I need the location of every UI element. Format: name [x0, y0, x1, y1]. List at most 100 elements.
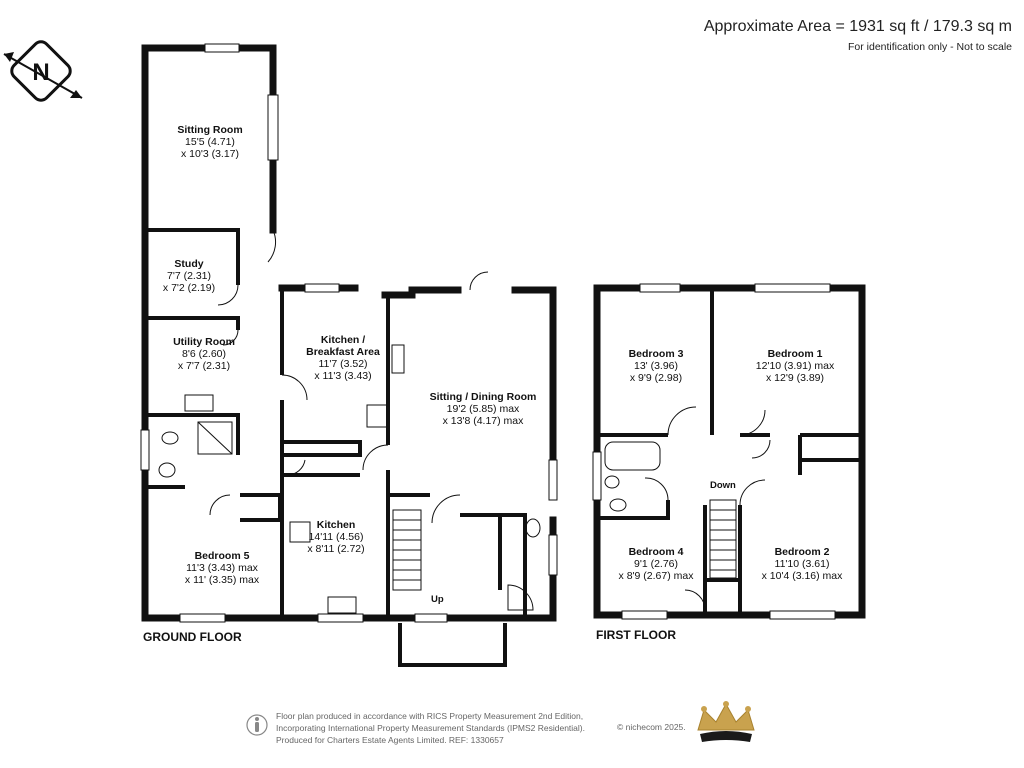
- room-bedroom-1: Bedroom 1 12'10 (3.91) max x 12'9 (3.89): [756, 348, 834, 384]
- shower-tray: [197, 421, 233, 455]
- identification-note: For identification only - Not to scale: [848, 41, 1012, 53]
- shower-corner: [507, 584, 534, 611]
- footer-line: Floor plan produced in accordance with R…: [276, 711, 584, 721]
- window: [754, 283, 831, 293]
- footer-line: Incorporating International Property Mea…: [276, 723, 585, 733]
- room-name: Breakfast Area: [306, 346, 380, 358]
- toilet-cloak: [525, 518, 541, 538]
- sink-kitchen2: [327, 596, 357, 614]
- door-swing: [222, 329, 239, 346]
- room-dimension: 7'7 (2.31): [166, 270, 212, 282]
- room-name: Kitchen /: [320, 334, 366, 346]
- room-name: Study: [174, 258, 204, 270]
- room-dimension: x 11'3 (3.43): [314, 370, 372, 382]
- room-kitchen: Kitchen 14'11 (4.56) x 8'11 (2.72): [307, 519, 364, 555]
- door-swing: [644, 477, 669, 501]
- door-swing: [287, 459, 306, 476]
- room-dimension: 9'1 (2.76): [633, 558, 679, 570]
- door-swing: [281, 374, 308, 401]
- bath: [604, 441, 661, 471]
- stairs-up-label: Up: [431, 594, 444, 605]
- wall-kitchen-break-bottom: [282, 440, 362, 457]
- stairs-ground: [392, 509, 422, 591]
- hob: [366, 404, 388, 428]
- room-dimension: x 9'9 (2.98): [629, 372, 683, 384]
- window: [304, 283, 340, 293]
- room-dimension: x 12'9 (3.89): [765, 372, 825, 384]
- north-compass-icon: N: [3, 40, 83, 102]
- window: [548, 459, 558, 501]
- wall-utility-top: [145, 316, 240, 330]
- wall-bed5-top: [240, 493, 282, 522]
- room-dimension: x 8'11 (2.72): [307, 543, 365, 555]
- room-name: Bedroom 2: [774, 546, 830, 558]
- basin: [158, 462, 176, 478]
- wall-porch: [398, 623, 507, 667]
- first-floor-label: FIRST FLOOR: [596, 628, 676, 642]
- stairs-first: [604, 441, 737, 579]
- room-dimension: 14'11 (4.56): [308, 531, 364, 543]
- room-dimension: 11'7 (3.52): [318, 358, 368, 370]
- room-name: Sitting Room: [177, 124, 243, 136]
- wall-ff-bath: [597, 500, 670, 520]
- door-swing: [739, 409, 766, 436]
- basin-first: [604, 475, 620, 489]
- wall-utility-bottom: [145, 413, 240, 455]
- window: [414, 613, 448, 623]
- wall-hall: [388, 493, 527, 618]
- room-sitting-room: Sitting Room 15'5 (4.71) x 10'3 (3.17): [177, 124, 242, 160]
- window: [204, 43, 240, 53]
- room-sitting-dining: Sitting / Dining Room 19'2 (5.85) max x …: [430, 391, 537, 427]
- room-name: Bedroom 5: [194, 550, 250, 562]
- window: [621, 610, 668, 620]
- window: [548, 534, 558, 576]
- footer-line: Produced for Charters Estate Agents Limi…: [276, 735, 504, 745]
- door-swing: [362, 444, 389, 471]
- wall-east: [511, 286, 557, 494]
- room-kitchen-breakfast: Kitchen / Breakfast Area 11'7 (3.52) x 1…: [306, 334, 380, 382]
- wall-west: [141, 44, 284, 622]
- room-dimension: 19'2 (5.85) max: [446, 403, 520, 415]
- window: [592, 451, 602, 501]
- room-dimension: x 7'2 (2.19): [162, 282, 216, 294]
- door-swing: [431, 494, 461, 524]
- toilet: [161, 431, 179, 445]
- window: [179, 613, 226, 623]
- room-name: Utility Room: [173, 336, 235, 348]
- room-dimension: x 8'9 (2.67) max: [618, 570, 694, 582]
- room-bedroom-4: Bedroom 4 9'1 (2.76) x 8'9 (2.67) max: [619, 546, 694, 582]
- hob-kitchen: [289, 521, 311, 543]
- room-dimension: 15'5 (4.71): [185, 136, 235, 148]
- stairs-down-label: Down: [710, 480, 736, 491]
- compass-letter: N: [32, 59, 49, 86]
- sink-kitchen: [391, 344, 405, 374]
- room-dimension: 13' (3.96): [633, 360, 679, 372]
- room-name: Sitting / Dining Room: [429, 391, 537, 403]
- door-swing: [751, 439, 771, 459]
- door-swing: [267, 229, 277, 263]
- room-dimension: x 7'7 (2.31): [177, 360, 231, 372]
- room-name: Bedroom 1: [767, 348, 823, 360]
- door-swing: [217, 284, 239, 306]
- footer-notes: Floor plan produced in accordance with R…: [276, 710, 585, 746]
- room-dimension: x 11' (3.35) max: [184, 574, 260, 586]
- door-swing: [667, 406, 697, 436]
- crown-logo-icon: [697, 701, 755, 742]
- window: [267, 94, 279, 161]
- room-dimension: 11'10 (3.61): [774, 558, 830, 570]
- room-bedroom-2: Bedroom 2 11'10 (3.61) x 10'4 (3.16) max: [762, 546, 843, 582]
- window: [317, 613, 364, 623]
- copyright-text: © nichecom 2025.: [617, 722, 686, 732]
- room-dimension: 8'6 (2.60): [181, 348, 227, 360]
- window: [140, 429, 150, 471]
- wall-study-top: [145, 228, 240, 285]
- door-swing: [739, 479, 766, 506]
- wall-top-right: [381, 286, 462, 299]
- sink: [184, 394, 214, 412]
- toilet-first: [609, 498, 627, 512]
- window: [769, 610, 836, 620]
- room-dimension: x 10'3 (3.17): [180, 148, 240, 160]
- room-dimension: x 10'4 (3.16) max: [761, 570, 843, 582]
- approximate-area: Approximate Area = 1931 sq ft / 179.3 sq…: [703, 18, 1012, 35]
